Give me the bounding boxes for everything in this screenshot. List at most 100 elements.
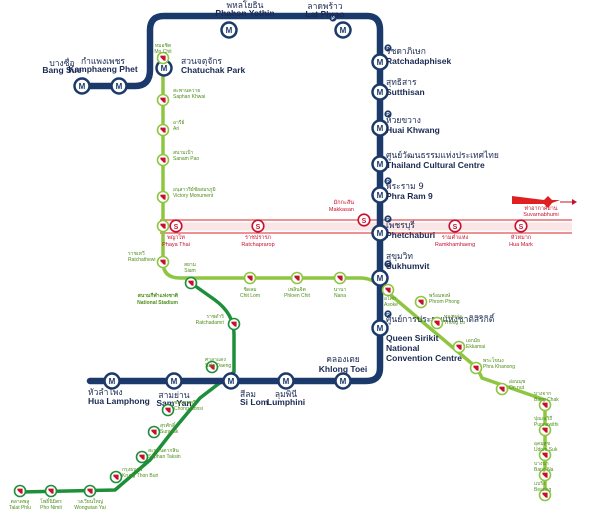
- station-label-th: ลุมพินี: [275, 389, 297, 400]
- mrt-station-marker[interactable]: [371, 186, 389, 204]
- mrt-station-marker[interactable]: [110, 77, 128, 95]
- station-label-th: โพธิ์นิมิตร: [40, 497, 62, 505]
- mrt-station-marker[interactable]: [334, 21, 352, 39]
- bts-station-saphan-khwai[interactable]: [156, 93, 170, 107]
- bts-station-surasak[interactable]: [147, 425, 161, 439]
- station-label-en: Siam: [184, 268, 195, 274]
- bts-station-mo-chit[interactable]: [156, 51, 170, 65]
- station-label-en: Surasak: [160, 429, 179, 435]
- bts-station-siam[interactable]: [184, 276, 198, 290]
- station-label-th: เพลินจิต: [288, 286, 306, 293]
- mrt-station-marker[interactable]: [371, 53, 389, 71]
- bts-logo-icon: [247, 275, 253, 281]
- bts-station-nana[interactable]: [333, 271, 347, 285]
- bts-station-udom-suk[interactable]: [538, 448, 552, 462]
- bts-station-phloen-chit[interactable]: [290, 271, 304, 285]
- station-label-th: บางนา: [534, 461, 549, 467]
- mrt-station-marker[interactable]: [371, 224, 389, 242]
- bts-logo-icon: [542, 472, 548, 478]
- bts-station-ratchathewi[interactable]: [156, 255, 170, 269]
- bts-station-on-nut[interactable]: [495, 382, 509, 396]
- station-label-en: Ari: [173, 126, 179, 132]
- arl-station-marker[interactable]: [448, 219, 462, 233]
- bts-station-chit-lom[interactable]: [243, 271, 257, 285]
- mrt-station-marker[interactable]: [277, 372, 295, 390]
- station-label-th: สะพานควาย: [173, 88, 200, 94]
- bts-station-krung-thon-buri[interactable]: [109, 470, 123, 484]
- metro-m-icon: M: [377, 88, 384, 97]
- arl-station-marker[interactable]: [169, 219, 183, 233]
- bts-station-phaya-thai[interactable]: [156, 219, 170, 233]
- station-label-en: Saphan Khwai: [173, 94, 205, 100]
- mrt-station-marker[interactable]: [371, 119, 389, 137]
- bts-station-pho-nimit[interactable]: [44, 484, 58, 498]
- bts-station-ari[interactable]: [156, 123, 170, 137]
- bts-station-asoke[interactable]: [381, 283, 395, 297]
- mrt-station-marker[interactable]: [371, 83, 389, 101]
- bts-station-ekkamai[interactable]: [452, 340, 466, 354]
- station-label-th: สนามกีฬาแห่งชาติ: [138, 292, 178, 299]
- station-label-en: Si Lom: [240, 397, 269, 407]
- bts-logo-icon: [542, 402, 548, 408]
- arl-station-marker[interactable]: [514, 219, 528, 233]
- bts-logo-icon: [542, 492, 548, 498]
- mrt-station-marker[interactable]: [371, 155, 389, 173]
- bts-station-saphan-taksin[interactable]: [135, 450, 149, 464]
- airplane-icon: [512, 196, 577, 208]
- station-label-th: คลองเตย: [326, 355, 360, 365]
- mrt-station-marker[interactable]: [334, 372, 352, 390]
- mrt-station-marker[interactable]: [165, 372, 183, 390]
- bts-station-victory-monument[interactable]: [156, 190, 170, 204]
- bts-station-sala-daeng[interactable]: [205, 360, 219, 374]
- station-label-th: ทองหล่อ: [444, 314, 462, 320]
- bts-station-thong-lo[interactable]: [430, 316, 444, 330]
- metro-m-icon: M: [109, 377, 116, 386]
- mrt-station-marker[interactable]: [371, 269, 389, 287]
- metro-m-icon: M: [79, 82, 86, 91]
- mrt-station-lumphini[interactable]: MลุมพินีLumphini: [267, 372, 305, 408]
- station-label-th: พร้อมพงษ์: [429, 292, 451, 299]
- arl-station-marker[interactable]: [251, 219, 265, 233]
- bts-station-wongwian-yai[interactable]: [83, 484, 97, 498]
- bts-station-chong-nonsi[interactable]: [161, 403, 175, 417]
- arl-logo-icon: S: [256, 224, 261, 231]
- station-label-th: กำแพงเพชร: [81, 57, 125, 67]
- mrt-station-marker[interactable]: [371, 319, 389, 337]
- station-label-en: Bang Chak: [534, 397, 559, 403]
- mrt-station-marker[interactable]: [73, 77, 91, 95]
- bts-station-bang-chak[interactable]: [538, 398, 552, 412]
- bts-station-punnawithi[interactable]: [538, 423, 552, 437]
- bts-station-ratchadamri[interactable]: [227, 317, 241, 331]
- mrt-station-marker[interactable]: [103, 372, 121, 390]
- arl-station-marker[interactable]: [357, 213, 371, 227]
- mrt-station-marker[interactable]: [222, 372, 240, 390]
- mrt-station-marker[interactable]: [220, 21, 238, 39]
- bts-station-phrom-phong[interactable]: [414, 295, 428, 309]
- bts-station-bang-na[interactable]: [538, 468, 552, 482]
- bts-station-bearing[interactable]: [538, 488, 552, 502]
- bts-station-phra-khanong[interactable]: [469, 361, 483, 375]
- bts-station-sanam-pao[interactable]: [156, 153, 170, 167]
- bts-station-talat-phlu[interactable]: [13, 484, 27, 498]
